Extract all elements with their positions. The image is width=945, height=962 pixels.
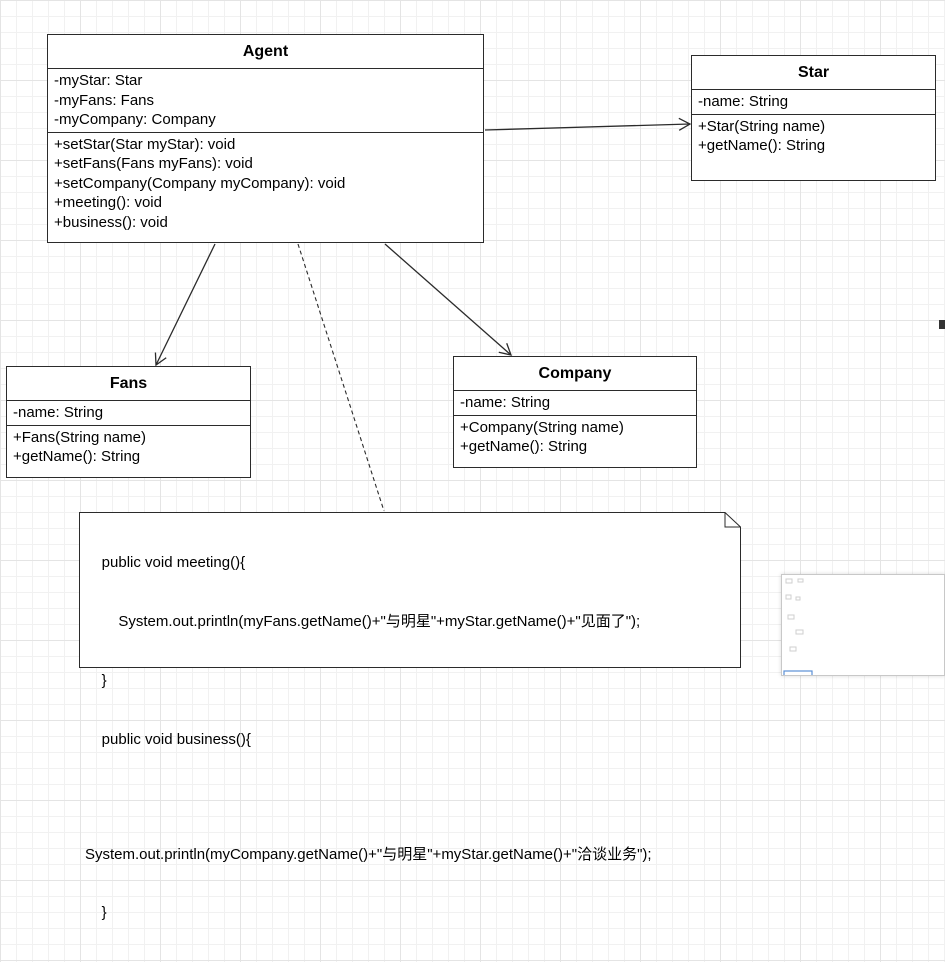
- association-agent-company[interactable]: [384, 243, 513, 356]
- note-line: System.out.println(myFans.getName()+"与明星…: [85, 612, 641, 630]
- method: +business(): void: [54, 213, 168, 231]
- method: +getName(): String: [13, 448, 141, 465]
- note-code-text: public void meeting(){ System.out.printl…: [85, 514, 652, 962]
- class-star[interactable]: Star -name: String +Star(String name) +g…: [691, 55, 936, 181]
- scrollbar-handle[interactable]: [939, 320, 945, 329]
- connectors: [154, 117, 692, 512]
- class-company-name: Company: [454, 357, 696, 391]
- note-line: public void business(){: [85, 730, 251, 748]
- method: +setStar(Star myStar): void: [54, 135, 236, 153]
- method: +setFans(Fans myFans): void: [54, 155, 253, 172]
- class-agent-name: Agent: [48, 35, 483, 69]
- attribute: -name: String: [460, 394, 551, 411]
- attribute: -myFans: Fans: [54, 91, 155, 109]
- association-agent-star[interactable]: [484, 117, 692, 131]
- note-line: public void meeting(){: [85, 554, 246, 572]
- class-agent-methods: +setStar(Star myStar): void +setFans(Fan…: [48, 131, 483, 235]
- attribute: -name: String: [698, 93, 789, 110]
- note-anchor-line[interactable]: [297, 243, 385, 512]
- note-line: }: [85, 904, 107, 922]
- class-star-name: Star: [692, 56, 935, 90]
- method: +setCompany(Company myCompany): void: [54, 174, 346, 192]
- method: +Star(String name): [698, 117, 826, 135]
- class-company-attributes: -name: String: [454, 391, 696, 415]
- class-star-methods: +Star(String name) +getName(): String: [692, 113, 935, 158]
- class-fans[interactable]: Fans -name: String +Fans(String name) +g…: [6, 366, 251, 478]
- class-agent[interactable]: Agent -myStar: Star -myFans: Fans -myCom…: [47, 34, 484, 243]
- class-agent-attributes: -myStar: Star -myFans: Fans -myCompany: …: [48, 69, 483, 132]
- method: +Fans(String name): [13, 428, 146, 446]
- attribute: -name: String: [13, 404, 104, 421]
- code-note[interactable]: public void meeting(){ System.out.printl…: [79, 512, 741, 921]
- class-fans-name: Fans: [7, 367, 250, 401]
- minimap-preview: [783, 578, 813, 678]
- attribute: -myStar: Star: [54, 72, 143, 89]
- note-line: [85, 788, 652, 805]
- note-line: System.out.println(myCompany.getName()+"…: [85, 845, 652, 863]
- class-fans-methods: +Fans(String name) +getName(): String: [7, 424, 250, 469]
- class-company[interactable]: Company -name: String +Company(String na…: [453, 356, 697, 468]
- method: +getName(): String: [698, 137, 826, 154]
- method: +getName(): String: [460, 438, 588, 455]
- attribute: -myCompany: Company: [54, 111, 216, 128]
- class-company-methods: +Company(String name) +getName(): String: [454, 414, 696, 459]
- association-agent-fans[interactable]: [154, 243, 216, 367]
- method: +meeting(): void: [54, 194, 162, 211]
- outline-minimap[interactable]: [781, 574, 945, 678]
- method: +Company(String name): [460, 418, 624, 436]
- note-line: }: [85, 671, 107, 689]
- class-fans-attributes: -name: String: [7, 401, 250, 425]
- note-shape: [79, 512, 741, 668]
- class-star-attributes: -name: String: [692, 90, 935, 114]
